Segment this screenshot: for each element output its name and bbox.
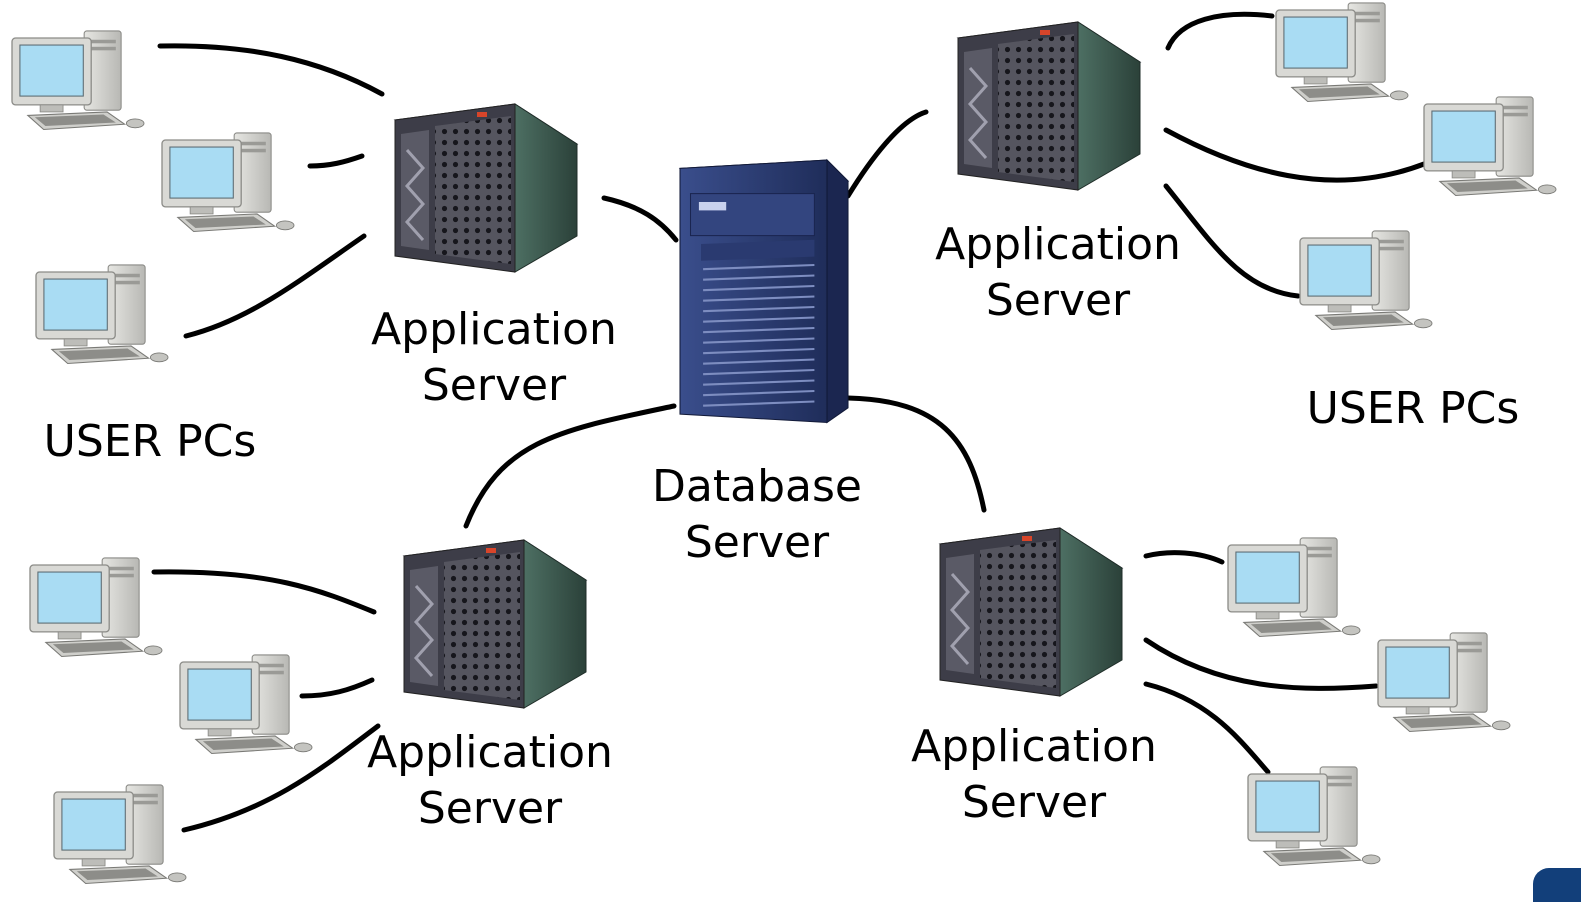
app-server-label-bottom-left: Application Server <box>367 725 613 837</box>
user-pc-icon <box>11 30 145 131</box>
network-link <box>601 195 679 243</box>
network-link <box>299 677 375 699</box>
user-pc-icon <box>1299 230 1433 331</box>
user-pc-icon <box>1275 2 1409 103</box>
user-pc-icon <box>161 132 295 233</box>
database-server-label: Database Server <box>652 459 862 571</box>
app-server-label-top-left: Application Server <box>371 302 617 414</box>
user-pc-icon <box>53 784 187 885</box>
network-link <box>463 403 677 529</box>
user-pc-icon <box>1423 96 1557 197</box>
user-pc-icon <box>179 654 313 755</box>
user-pc-icon <box>1227 537 1361 638</box>
application-server-icon <box>956 20 1142 192</box>
network-link <box>1143 637 1379 691</box>
network-link <box>157 43 385 97</box>
app-server-label-bottom-right: Application Server <box>911 719 1157 831</box>
network-link <box>1163 183 1301 299</box>
network-link <box>1163 127 1427 183</box>
application-server-icon <box>402 538 588 710</box>
app-server-label-line1: Application <box>935 219 1181 270</box>
user-pc-icon <box>29 557 163 658</box>
network-link <box>183 233 367 339</box>
app-server-label-line2: Server <box>961 777 1107 828</box>
network-link <box>307 153 365 169</box>
database-server-label-line2: Server <box>684 517 830 568</box>
app-server-label-top-right: Application Server <box>935 217 1181 329</box>
network-link <box>845 395 987 513</box>
user-pcs-label-left: USER PCs <box>43 416 257 467</box>
app-server-label-line2: Server <box>985 275 1131 326</box>
network-link <box>151 569 377 615</box>
user-pcs-label-right: USER PCs <box>1306 383 1520 434</box>
application-server-icon <box>938 526 1124 698</box>
app-server-label-line1: Application <box>911 721 1157 772</box>
network-link <box>1143 550 1225 565</box>
app-server-label-line1: Application <box>371 304 617 355</box>
user-pc-icon <box>35 264 169 365</box>
app-server-label-line2: Server <box>417 783 563 834</box>
database-server-icon <box>678 158 850 424</box>
app-server-label-line1: Application <box>367 727 613 778</box>
corner-logo-mark <box>1533 868 1581 902</box>
network-link <box>1165 11 1275 51</box>
network-link <box>181 723 381 833</box>
database-server-label-line1: Database <box>652 461 862 512</box>
application-server-icon <box>393 102 579 274</box>
network-link <box>845 109 929 199</box>
app-server-label-line2: Server <box>421 360 567 411</box>
user-pc-icon <box>1247 766 1381 867</box>
network-link <box>1143 681 1271 775</box>
user-pc-icon <box>1377 632 1511 733</box>
